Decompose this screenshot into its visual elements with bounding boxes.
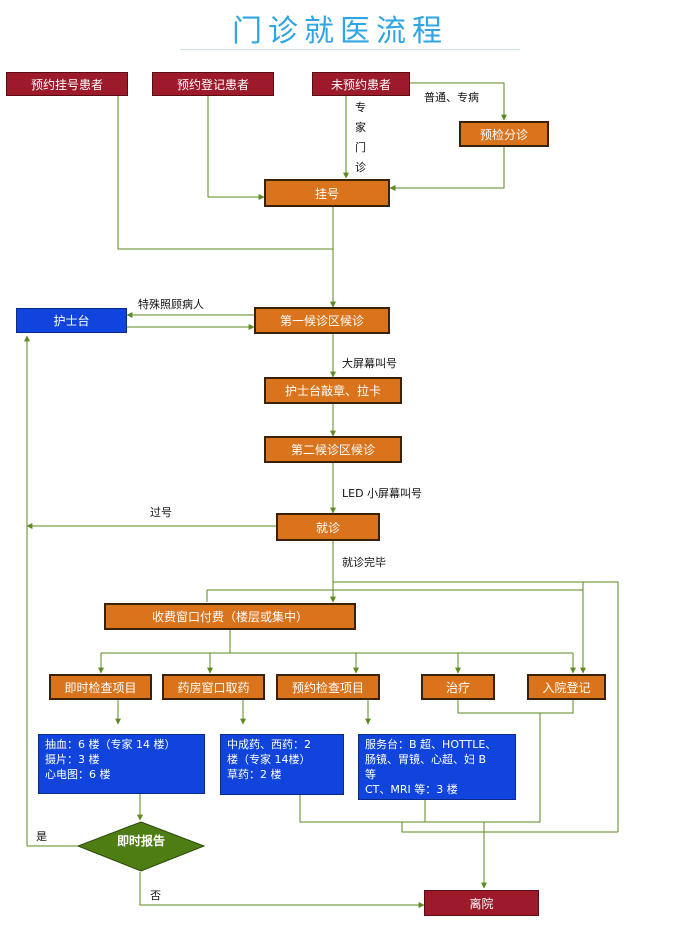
appt-check-detail: 服务台：B 超、HOTTLE、 肠镜、胃镜、心超、妇 B 等 CT、MRI 等：… bbox=[358, 734, 516, 800]
register-box: 挂号 bbox=[264, 179, 390, 207]
consult-done-label: 就诊完毕 bbox=[342, 556, 386, 569]
connector-consult-right bbox=[333, 581, 619, 832]
second-waiting-box: 第二候诊区候诊 bbox=[264, 436, 402, 463]
yes-label: 是 bbox=[36, 830, 47, 843]
leave-box: 离院 bbox=[424, 890, 539, 916]
connector-appt-record bbox=[207, 96, 265, 200]
first-waiting-box: 第一候诊区候诊 bbox=[254, 307, 390, 334]
nurse-station-box: 护士台 bbox=[16, 308, 127, 333]
no-appt-patient-box: 未预约患者 bbox=[312, 72, 410, 96]
pharmacy-detail: 中成药、西药：2 楼（专家 14楼） 草药：2 楼 bbox=[220, 734, 344, 795]
instant-report-label: 即时报告 bbox=[116, 834, 165, 848]
treatment-box: 治疗 bbox=[421, 674, 495, 700]
payment-box: 收费窗口付费（楼层或集中） bbox=[104, 603, 356, 630]
connector-appt-reg bbox=[117, 96, 333, 250]
page-title: 门诊就医流程 bbox=[232, 14, 448, 49]
instant-check-detail: 抽血：6 楼（专家 14 楼） 摄片：3 楼 心电图：6 楼 bbox=[38, 734, 205, 794]
title-underline bbox=[180, 49, 520, 50]
connector-merge bbox=[401, 822, 618, 833]
led-screen-call-label: LED 小屏幕叫号 bbox=[342, 487, 423, 500]
appt-check-box: 预约检查项目 bbox=[276, 674, 380, 700]
general-special-label: 普通、专病 bbox=[424, 91, 479, 104]
connector-triage-register bbox=[389, 145, 505, 191]
no-label: 否 bbox=[150, 889, 161, 902]
pharmacy-box: 药房窗口取药 bbox=[162, 674, 265, 700]
instant-report-decision bbox=[76, 821, 206, 872]
connector-treatment-down bbox=[299, 713, 541, 823]
instant-check-box: 即时检查项目 bbox=[49, 674, 152, 700]
nurse-stamp-box: 护士台敲章、拉卡 bbox=[264, 377, 402, 404]
appt-record-patient-box: 预约登记患者 bbox=[152, 72, 274, 96]
pre-triage-box: 预检分诊 bbox=[459, 121, 549, 147]
expert-clinic-label: 专家门诊 bbox=[355, 101, 366, 174]
admission-box: 入院登记 bbox=[527, 674, 606, 700]
big-screen-call-label: 大屏幕叫号 bbox=[342, 357, 397, 370]
special-care-label: 特殊照顾病人 bbox=[138, 298, 204, 311]
missed-number-label: 过号 bbox=[150, 506, 172, 519]
connector-no-appt-triage bbox=[410, 82, 507, 121]
appt-reg-patient-box: 预约挂号患者 bbox=[6, 72, 128, 96]
consult-box: 就诊 bbox=[276, 513, 380, 541]
